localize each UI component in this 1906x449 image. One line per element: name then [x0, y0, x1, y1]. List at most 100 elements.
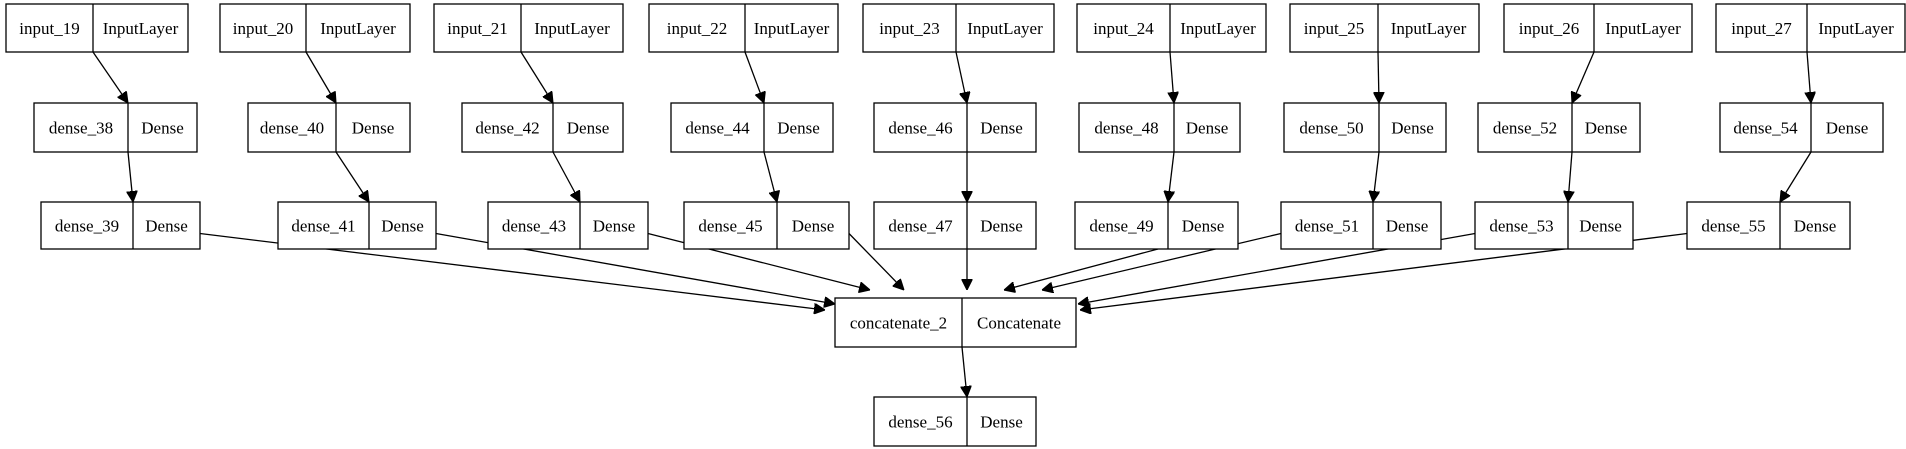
- edge-dense-51-to-concatenate-2: [1042, 232, 1282, 291]
- layer-node-dense-52: dense_52 Dense: [1477, 102, 1641, 153]
- layer-name: dense_38: [49, 119, 113, 138]
- edge-input-27-to-dense-54: [1807, 51, 1811, 103]
- layer-box: [1474, 201, 1634, 250]
- layer-box: [1477, 102, 1641, 153]
- layer-type: InputLayer: [754, 19, 830, 38]
- layer-node-dense-43: dense_43 Dense: [487, 201, 649, 250]
- layer-node-input-25: input_25 InputLayer: [1289, 3, 1480, 53]
- layer-box: [1289, 3, 1480, 53]
- layer-name: input_23: [879, 19, 939, 38]
- layer-box: [683, 201, 850, 250]
- layer-type: Dense: [593, 217, 635, 236]
- layer-type: Dense: [1186, 119, 1228, 138]
- layer-type: Dense: [980, 413, 1022, 432]
- layer-name: input_21: [447, 19, 507, 38]
- layer-name: dense_45: [698, 217, 762, 236]
- layer-type: Concatenate: [977, 314, 1061, 333]
- edge-dense-45-to-concatenate-2: [848, 233, 904, 291]
- edge-input-19-to-dense-38: [92, 51, 128, 103]
- edge-input-26-to-dense-52: [1572, 51, 1595, 103]
- layer-type: Dense: [1391, 119, 1433, 138]
- layer-box: [834, 297, 1077, 348]
- layer-box: [873, 396, 1037, 447]
- layer-box: [1074, 201, 1239, 250]
- edge-input-24-to-dense-48: [1170, 51, 1174, 103]
- layer-type: Dense: [381, 217, 423, 236]
- layer-name: dense_43: [502, 217, 566, 236]
- layer-name: dense_54: [1733, 119, 1798, 138]
- layer-type: InputLayer: [1605, 19, 1681, 38]
- layer-box: [1715, 3, 1906, 53]
- layer-box: [1280, 201, 1442, 250]
- layer-box: [1076, 3, 1267, 53]
- layer-type: InputLayer: [534, 19, 610, 38]
- layer-type: Dense: [792, 217, 834, 236]
- layer-name: dense_42: [475, 119, 539, 138]
- edge-input-20-to-dense-40: [305, 51, 336, 103]
- edge-dense-54-to-dense-55: [1780, 151, 1812, 202]
- layer-type: Dense: [352, 119, 394, 138]
- layer-type: Dense: [1182, 217, 1224, 236]
- edge-dense-44-to-dense-45: [763, 151, 777, 202]
- layer-name: dense_56: [888, 413, 952, 432]
- edge-dense-48-to-dense-49: [1168, 151, 1174, 202]
- layer-node-dense-41: dense_41 Dense: [277, 201, 437, 250]
- layer-box: [1719, 102, 1884, 153]
- layer-node-dense-51: dense_51 Dense: [1280, 201, 1442, 250]
- layer-name: dense_40: [260, 119, 324, 138]
- layer-type: InputLayer: [1180, 19, 1256, 38]
- layer-name: input_25: [1304, 19, 1364, 38]
- layer-box: [648, 3, 839, 53]
- layer-name: dense_51: [1295, 217, 1359, 236]
- layer-name: dense_47: [888, 217, 953, 236]
- layer-type: Dense: [1585, 119, 1627, 138]
- layer-type: Dense: [1386, 217, 1428, 236]
- edge-dense-40-to-dense-41: [335, 151, 369, 202]
- layer-node-dense-56: dense_56 Dense: [873, 396, 1037, 447]
- layer-box: [33, 102, 198, 153]
- layer-node-concatenate-2: concatenate_2 Concatenate: [834, 297, 1077, 348]
- layer-node-input-26: input_26 InputLayer: [1503, 3, 1693, 53]
- layer-node-input-19: input_19 InputLayer: [5, 3, 189, 53]
- layer-type: Dense: [777, 119, 819, 138]
- layer-box: [670, 102, 834, 153]
- layer-name: dense_49: [1089, 217, 1153, 236]
- layer-name: dense_39: [55, 217, 119, 236]
- layer-name: concatenate_2: [850, 314, 947, 333]
- edge-input-22-to-dense-44: [744, 51, 764, 103]
- layer-type: Dense: [1794, 217, 1836, 236]
- edge-dense-52-to-dense-53: [1568, 151, 1572, 202]
- edge-input-23-to-dense-46: [955, 51, 967, 103]
- layer-box: [862, 3, 1055, 53]
- edge-concatenate-2-to-dense-56: [962, 346, 967, 397]
- layer-type: InputLayer: [1391, 19, 1467, 38]
- layer-type: Dense: [980, 119, 1022, 138]
- layer-box: [1078, 102, 1241, 153]
- layer-type: InputLayer: [103, 19, 179, 38]
- layer-node-input-21: input_21 InputLayer: [433, 3, 624, 53]
- layer-name: dense_50: [1299, 119, 1363, 138]
- layer-name: input_19: [19, 19, 79, 38]
- layer-box: [1686, 201, 1851, 250]
- layer-name: dense_46: [888, 119, 952, 138]
- layer-name: input_26: [1519, 19, 1579, 38]
- layer-node-dense-40: dense_40 Dense: [247, 102, 411, 153]
- layer-type: Dense: [567, 119, 609, 138]
- layer-box: [873, 201, 1037, 250]
- layer-name: dense_52: [1493, 119, 1557, 138]
- layer-box: [247, 102, 411, 153]
- layer-box: [277, 201, 437, 250]
- layer-name: dense_41: [291, 217, 355, 236]
- layer-box: [873, 102, 1037, 153]
